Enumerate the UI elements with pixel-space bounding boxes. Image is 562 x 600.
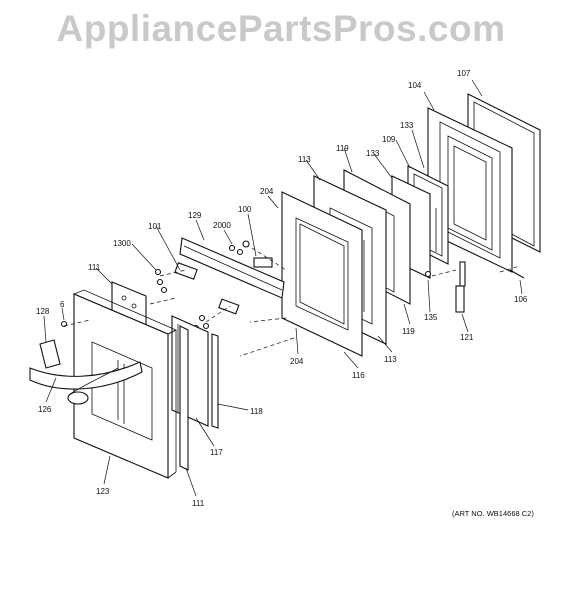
part-128-end-cap [39, 339, 61, 369]
part-100-hinge [228, 240, 273, 268]
callout-119: 119 [336, 144, 349, 153]
callout-111: 111 [88, 263, 101, 272]
callout-119: 119 [402, 327, 415, 336]
callout-113: 113 [298, 155, 311, 164]
callout-204: 204 [290, 357, 304, 366]
callout-129: 129 [188, 211, 202, 220]
callout-leader-lines [43, 79, 523, 497]
part-129-bracket [179, 237, 285, 299]
art-number: (ART NO. WB14668 C2) [452, 509, 534, 518]
callout-118: 118 [250, 407, 263, 416]
part-121-latch [455, 261, 466, 313]
callout-121: 121 [460, 333, 474, 342]
callout-1300: 1300 [113, 239, 131, 248]
callout-2000: 2000 [213, 221, 231, 230]
callout-101: 101 [148, 222, 162, 231]
part-118-gasket-strip [211, 333, 219, 429]
part-111-trim-rear [179, 325, 189, 471]
callout-6: 6 [60, 300, 65, 309]
part-123-outer-door [72, 289, 177, 479]
callout-204: 204 [260, 187, 274, 196]
watermark-text: AppliancePartsPros.com [56, 8, 506, 49]
callout-109: 109 [382, 135, 396, 144]
callout-133: 133 [400, 121, 414, 130]
part-126-handle [29, 361, 143, 405]
callout-116: 116 [352, 371, 365, 380]
callout-135: 135 [424, 313, 438, 322]
callout-128: 128 [36, 307, 50, 316]
callout-111: 111 [192, 499, 205, 508]
callout-117: 117 [210, 448, 223, 457]
part-117-door-glass [171, 315, 209, 427]
callout-123: 123 [96, 487, 110, 496]
callout-133: 133 [366, 149, 380, 158]
callout-106: 106 [514, 295, 528, 304]
part-116-window-frame [281, 191, 363, 357]
callout-113: 113 [384, 355, 397, 364]
callout-126: 126 [38, 405, 52, 414]
callout-104: 104 [408, 81, 422, 90]
callout-100: 100 [238, 205, 252, 214]
part-106-strip [509, 269, 525, 279]
part-6-screw [60, 320, 68, 328]
callout-labels: 107 104 133 109 133 119 113 204 100 2000… [36, 69, 528, 508]
assembly-guide-lines [63, 247, 521, 357]
callout-107: 107 [457, 69, 471, 78]
part-101-hinge-block [174, 262, 240, 315]
part-135-screw [424, 270, 432, 278]
